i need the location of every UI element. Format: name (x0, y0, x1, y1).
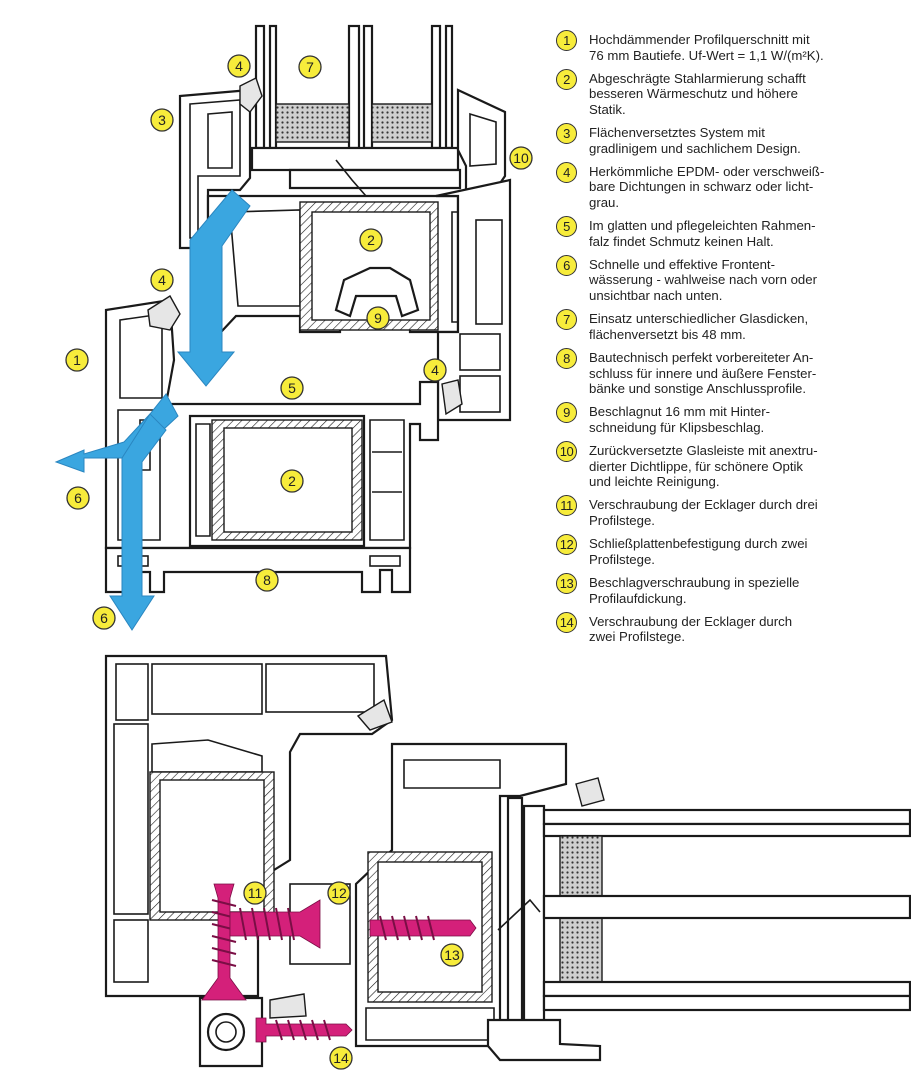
gasket-lower-right (575, 777, 605, 807)
legend-text-3: Flächenversetztes System mit gradlinigem… (589, 125, 801, 156)
svg-text:6: 6 (74, 490, 82, 506)
marker-2-upper: 2 (359, 228, 383, 252)
screw-striker-plate (369, 915, 477, 941)
legend-text-11: Verschraubung der Ecklager durch drei Pr… (589, 497, 818, 528)
gasket-top (239, 77, 263, 113)
lower-profile-section (104, 654, 911, 1068)
legend-text-8: Bautechnisch perfekt vorbereiteter An- s… (589, 350, 817, 397)
legend-item-8: 8 Bautechnisch perfekt vorbereiteter An- … (556, 348, 896, 397)
legend-text-5: Im glatten und pflegeleichten Rahmen- fa… (589, 218, 816, 249)
legend-number-10: 10 (556, 441, 577, 463)
legend-item-4: 4 Herkömmliche EPDM- oder verschweiß- bar… (556, 161, 896, 211)
legend-item-9: 9 Beschlagnut 16 mm mit Hinter- schneidun… (556, 402, 896, 435)
legend-item-13: 13 Beschlagverschraubung in spezielle Pro… (556, 573, 896, 606)
legend-number-7: 7 (556, 309, 577, 331)
legend-number-3: 3 (556, 123, 577, 145)
legend-text-1: Hochdämmender Profilquerschnitt mit 76 m… (589, 32, 824, 63)
svg-text:4: 4 (235, 58, 243, 74)
legend-item-12: 12 Schließplattenbefestigung durch zwei P… (556, 534, 896, 567)
svg-text:9: 9 (374, 310, 382, 326)
svg-text:4: 4 (158, 272, 166, 288)
marker-4-top: 4 (227, 54, 251, 78)
screw-vertical (201, 883, 247, 1001)
marker-11: 11 (243, 881, 267, 905)
legend-item-10: 10 Zurückversetzte Glasleiste mit anextru… (556, 441, 896, 490)
legend-item-3: 3 Flächenversetztes System mit gradlinige… (556, 123, 896, 156)
legend-number-11: 11 (556, 495, 577, 517)
marker-8: 8 (255, 568, 279, 592)
glass-pane (250, 24, 462, 197)
legend-number-6: 6 (556, 254, 577, 276)
legend-number-12: 12 (556, 534, 577, 556)
glass-pane-lower (497, 796, 911, 1036)
drainage-arrow-down (109, 413, 167, 631)
marker-13: 13 (440, 943, 464, 967)
legend-item-11: 11 Verschraubung der Ecklager durch drei … (556, 495, 896, 528)
legend-text-2: Abgeschrägte Stahlarmierung schafft bess… (589, 70, 806, 117)
svg-text:2: 2 (367, 232, 375, 248)
marker-6-front: 6 (66, 486, 90, 510)
svg-text:7: 7 (306, 59, 314, 75)
marker-4-middle: 4 (150, 268, 174, 292)
legend-text-12: Schließplattenbefestigung durch zwei Pro… (589, 536, 808, 567)
marker-1: 1 (65, 348, 89, 372)
legend-list: 1 Hochdämmender Profilquerschnitt mit 76 … (556, 30, 896, 653)
legend-item-6: 6 Schnelle und effektive Frontent- wässer… (556, 254, 896, 304)
legend-number-9: 9 (556, 402, 577, 424)
legend-item-2: 2 Abgeschrägte Stahlarmierung schafft bes… (556, 68, 896, 118)
svg-text:2: 2 (288, 473, 296, 489)
legend-text-13: Beschlagverschraubung in spezielle Profi… (589, 575, 800, 606)
marker-3: 3 (150, 108, 174, 132)
corner-bearing-pin (206, 1012, 246, 1052)
drainage-arrow-upper (176, 189, 251, 387)
legend-item-7: 7 Einsatz unterschiedlicher Glasdicken, f… (556, 309, 896, 342)
marker-2-lower: 2 (280, 469, 304, 493)
marker-14: 14 (329, 1046, 353, 1070)
marker-4-lower: 4 (423, 358, 447, 382)
legend-number-1: 1 (556, 30, 577, 51)
screw-corner-bearing (229, 899, 321, 949)
svg-text:10: 10 (513, 150, 529, 166)
legend-text-6: Schnelle und effektive Frontent- wässeru… (589, 256, 817, 303)
legend-number-8: 8 (556, 348, 577, 370)
gasket-lower-left (356, 698, 393, 731)
svg-text:13: 13 (444, 947, 460, 963)
screw-fitting (255, 1017, 353, 1043)
marker-7: 7 (298, 55, 322, 79)
marker-12: 12 (327, 881, 351, 905)
legend-text-7: Einsatz unterschiedlicher Glasdicken, fl… (589, 311, 809, 342)
legend-text-10: Zurückversetzte Glasleiste mit anextru- … (589, 443, 818, 490)
svg-text:14: 14 (333, 1050, 349, 1066)
legend-text-4: Herkömmliche EPDM- oder verschweiß- bare… (589, 163, 825, 210)
svg-text:12: 12 (331, 885, 347, 901)
legend-number-5: 5 (556, 216, 577, 238)
svg-text:1: 1 (73, 352, 81, 368)
legend-item-1: 1 Hochdämmender Profilquerschnitt mit 76 … (556, 30, 896, 63)
legend-number-13: 13 (556, 573, 577, 595)
svg-text:8: 8 (263, 572, 271, 588)
gasket-lower (441, 379, 463, 416)
legend-text-14: Verschraubung der Ecklager durch zwei Pr… (589, 613, 793, 645)
svg-text:4: 4 (431, 362, 439, 378)
legend-number-14: 14 (556, 611, 577, 633)
upper-profile-section (54, 24, 512, 631)
svg-text:11: 11 (248, 885, 263, 901)
marker-10: 10 (509, 146, 533, 170)
legend-item-14: 14 Verschraubung der Ecklager durch zwei … (556, 611, 896, 645)
svg-text:3: 3 (158, 112, 166, 128)
marker-9: 9 (366, 306, 390, 330)
legend-number-2: 2 (556, 68, 577, 90)
marker-6-down: 6 (92, 606, 116, 630)
legend-item-5: 5 Im glatten und pflegeleichten Rahmen- f… (556, 216, 896, 249)
marker-5: 5 (280, 376, 304, 400)
svg-text:5: 5 (288, 380, 296, 396)
legend-number-4: 4 (556, 161, 577, 183)
svg-text:6: 6 (100, 610, 108, 626)
legend-text-9: Beschlagnut 16 mm mit Hinter- schneidung… (589, 404, 771, 435)
gasket-middle (147, 295, 181, 331)
